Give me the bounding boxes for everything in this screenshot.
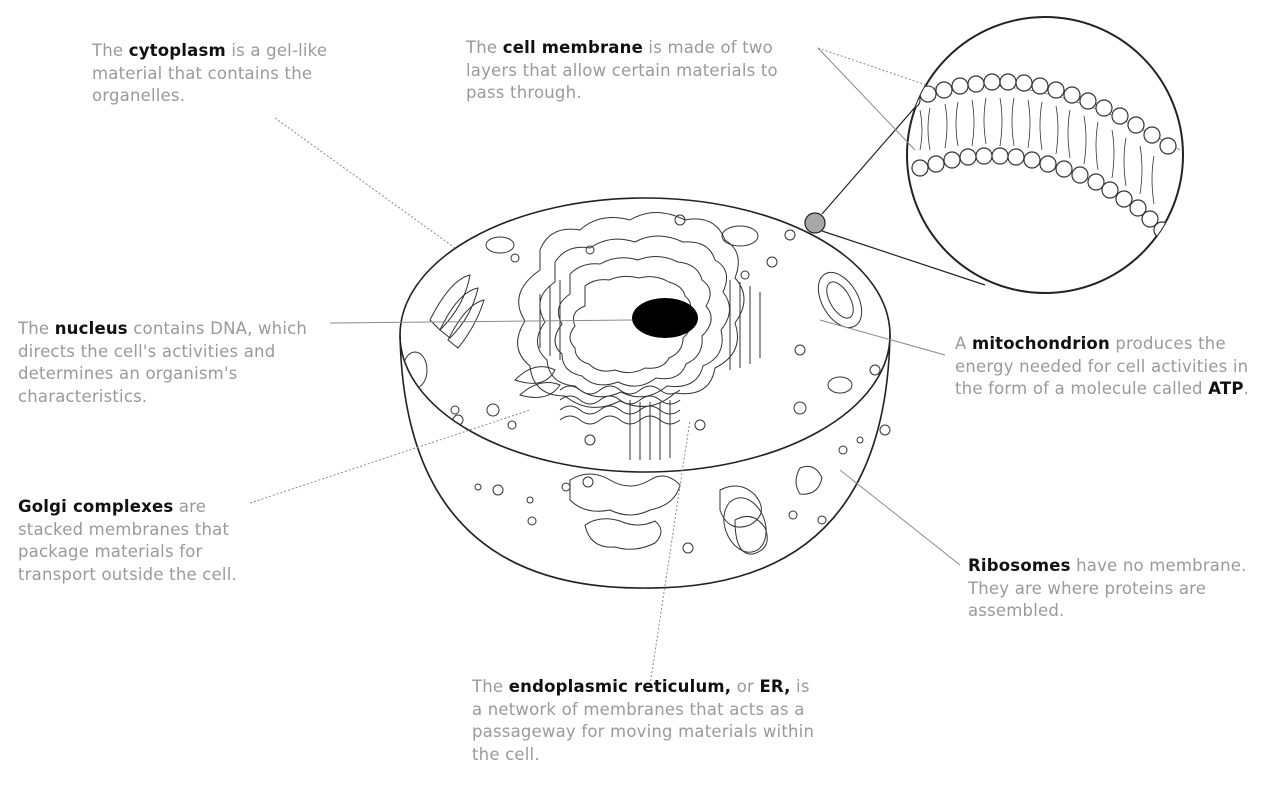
organelle-network: [403, 213, 880, 461]
term-cell-membrane: cell membrane: [503, 38, 643, 57]
nucleolus: [632, 298, 698, 338]
term-cytoplasm: cytoplasm: [129, 41, 226, 60]
term-atp: ATP: [1208, 379, 1243, 398]
membrane-zoom-marker: [805, 213, 825, 233]
label-golgi: Golgi complexes are stacked membranes th…: [18, 496, 268, 586]
label-cell-membrane: The cell membrane is made of two layers …: [466, 37, 821, 105]
term-ribosomes: Ribosomes: [968, 556, 1071, 575]
label-ribosomes: Ribosomes have no membrane. They are whe…: [968, 555, 1268, 623]
term-er: endoplasmic reticulum,: [509, 677, 732, 696]
term-mitochondrion: mitochondrion: [972, 334, 1110, 353]
label-er: The endoplasmic reticulum, or ER, is a n…: [472, 676, 817, 766]
lower-organelles: [475, 425, 890, 558]
cell-top-face: [400, 198, 890, 472]
label-cytoplasm: The cytoplasm is a gel-like material tha…: [92, 40, 392, 108]
label-nucleus: The nucleus contains DNA, which directs …: [18, 318, 328, 408]
leader-lines: [250, 48, 960, 685]
term-nucleus: nucleus: [55, 319, 128, 338]
term-golgi: Golgi complexes: [18, 497, 173, 516]
term-er-abbr: ER,: [759, 677, 790, 696]
label-mitochondrion: A mitochondrion produces the energy need…: [955, 333, 1265, 401]
cell-hemisphere-bowl: [400, 335, 890, 588]
